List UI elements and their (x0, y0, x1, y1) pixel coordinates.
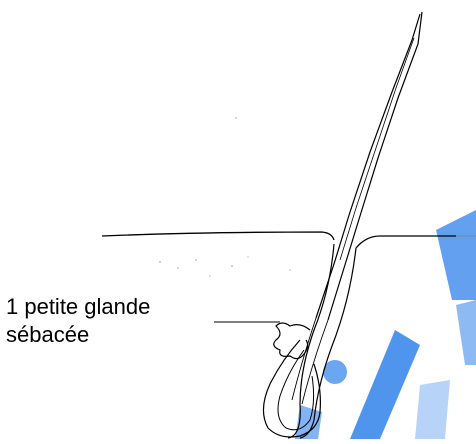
skin-surface-left (102, 232, 334, 240)
hair-root-strands (292, 318, 328, 404)
hair-shaft-core (340, 38, 414, 260)
dermis-speckles (159, 117, 290, 276)
hair-shaft-outer (316, 14, 420, 318)
annotation-label-line1: 1 petite glande (6, 296, 150, 318)
annotation-label-line2: sébacée (6, 324, 89, 346)
hair-shaft-inner (328, 12, 422, 320)
watermark (295, 210, 476, 439)
sebaceous-gland (274, 323, 310, 359)
